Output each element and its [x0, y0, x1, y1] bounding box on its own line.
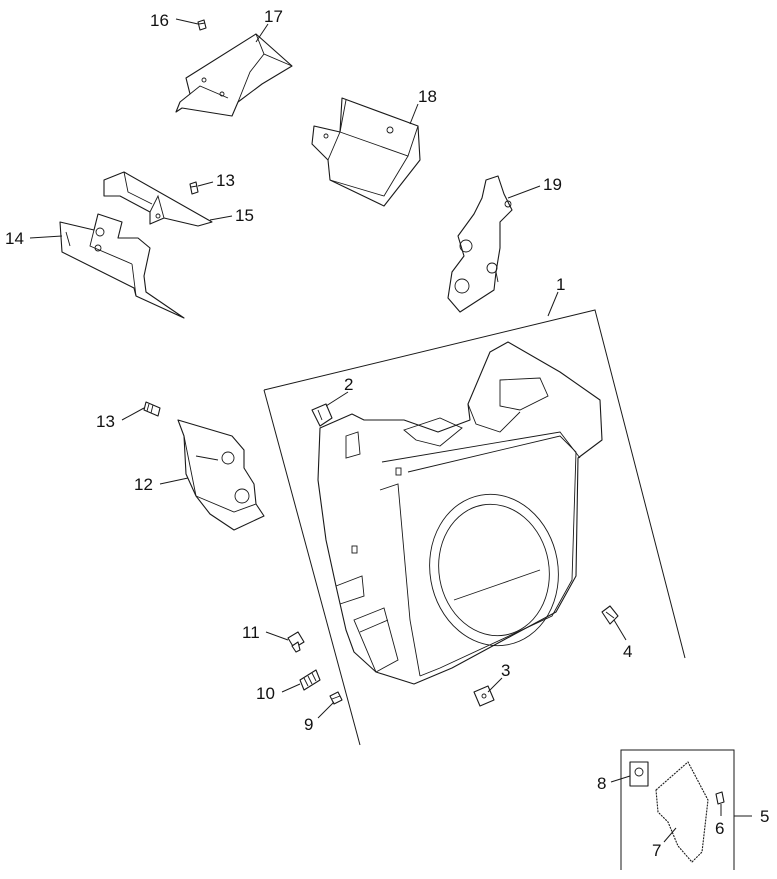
- part-15-bracket: [103, 171, 213, 227]
- part-18-baffle: [311, 97, 421, 207]
- callout-2: 2: [344, 375, 353, 394]
- leader-lines: [29, 18, 752, 843]
- callout-labels: 16 17 18 13 15 14 19 1 2 13 12 4 3 11 10…: [5, 7, 769, 860]
- callout-1: 1: [556, 275, 565, 294]
- callout-19: 19: [543, 175, 562, 194]
- part-19-side-plate: [447, 175, 513, 313]
- callout-13-lower: 13: [96, 412, 115, 431]
- part-2-clip: [311, 403, 333, 427]
- callout-11: 11: [242, 623, 260, 642]
- callout-13-upper: 13: [216, 171, 235, 190]
- callout-15: 15: [235, 206, 254, 225]
- part-12-bracket: [177, 419, 265, 531]
- part-17-shroud-panel: [175, 33, 293, 117]
- part-7-seal: [655, 761, 709, 863]
- part-8-clip: [629, 761, 649, 787]
- callout-16: 16: [150, 11, 169, 30]
- callout-7: 7: [652, 841, 661, 860]
- callout-10: 10: [256, 684, 275, 703]
- part-9-screw: [329, 691, 343, 705]
- part-4-nut: [601, 605, 619, 625]
- callout-12: 12: [134, 475, 153, 494]
- part-13-screw-upper: [189, 181, 199, 195]
- callout-8: 8: [597, 774, 606, 793]
- callout-6: 6: [715, 819, 724, 838]
- part-6-screw: [715, 791, 725, 805]
- part-10-stud: [299, 669, 321, 691]
- callout-17: 17: [264, 7, 283, 26]
- part-16-screw: [197, 19, 207, 31]
- callout-3: 3: [501, 661, 510, 680]
- callout-18: 18: [418, 87, 437, 106]
- inset-kit-frame: [620, 749, 735, 870]
- callout-14: 14: [5, 229, 24, 248]
- part-14-bracket: [59, 213, 185, 319]
- part-11-screw: [287, 631, 305, 653]
- callout-9: 9: [304, 715, 313, 734]
- part-13-screw-lower: [143, 401, 161, 417]
- part-1-blower-housing: [263, 309, 686, 746]
- callout-4: 4: [623, 642, 632, 661]
- callout-5: 5: [760, 807, 769, 826]
